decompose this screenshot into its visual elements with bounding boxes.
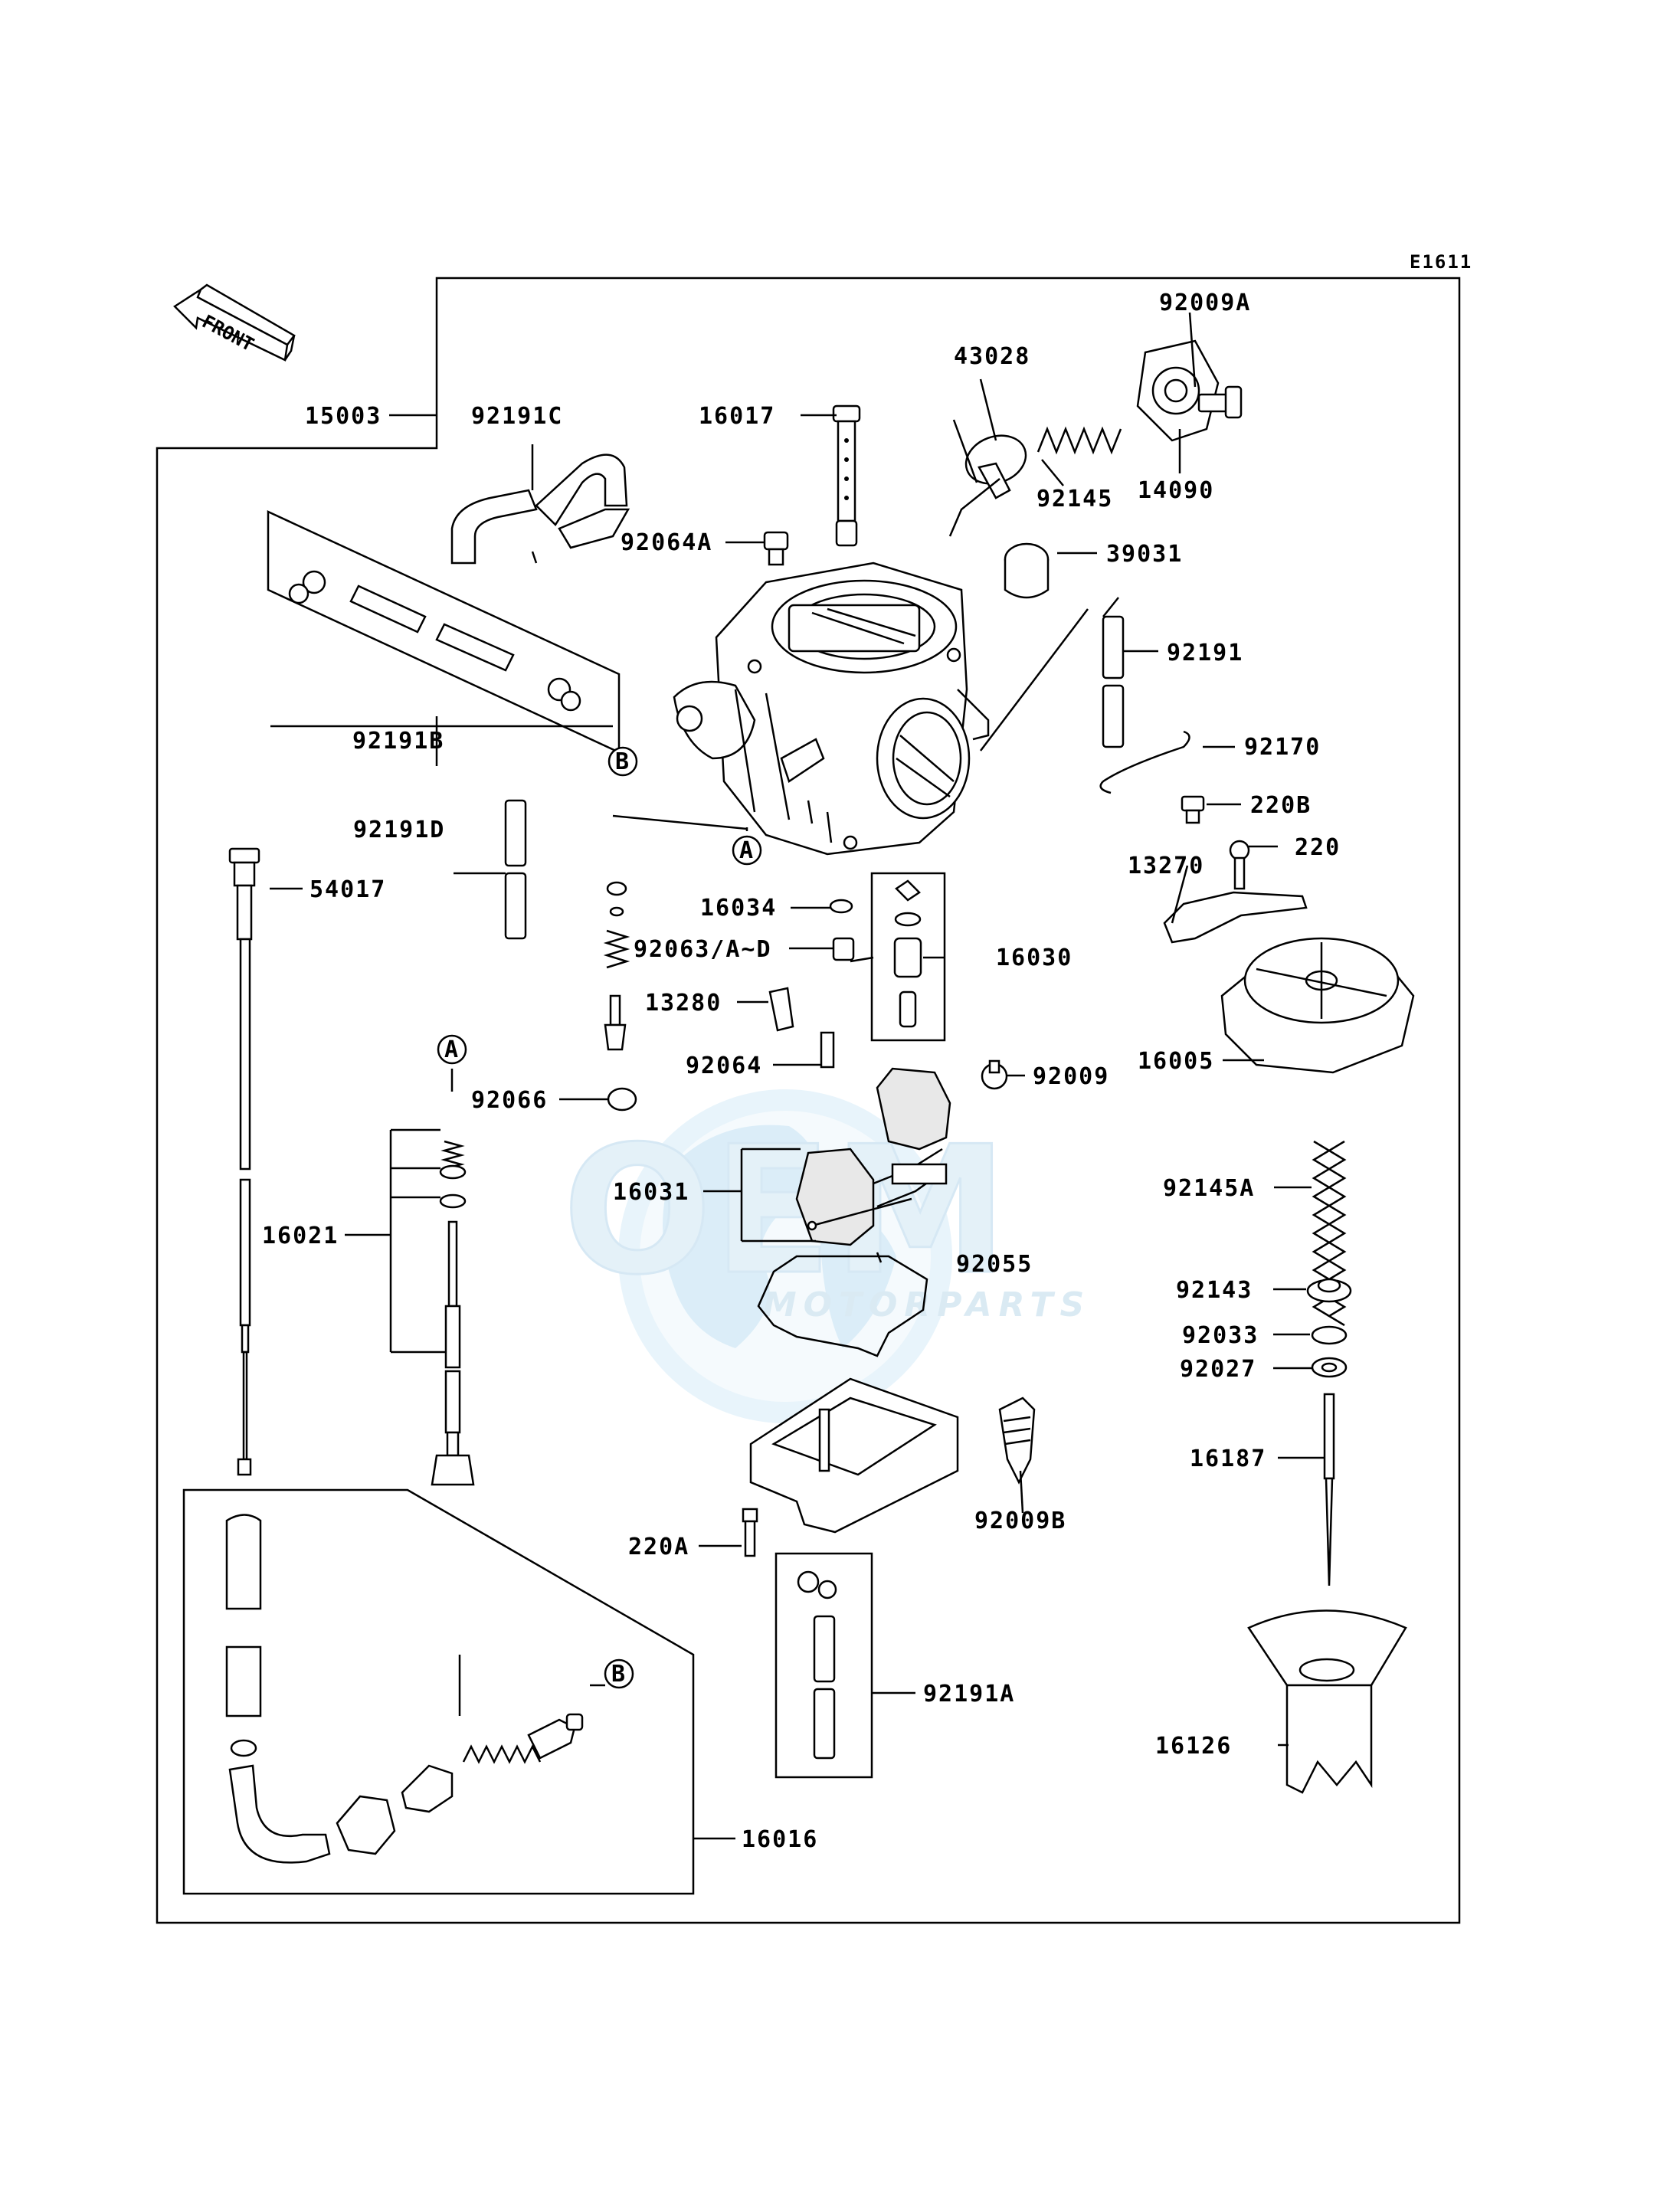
part-16187-needle (1323, 1393, 1335, 1586)
label-92191A: 92191A (923, 1681, 1015, 1708)
part-92033-clip (1311, 1325, 1348, 1345)
part-14090-cover (1136, 339, 1220, 442)
part-92009B-screw (998, 1396, 1036, 1485)
label-39031: 39031 (1106, 541, 1183, 568)
assembly-92191A-box (775, 1552, 873, 1779)
part-92191B-tubes (288, 570, 581, 712)
part-92066-plug (607, 1087, 637, 1112)
ref-marker-b-top: B (607, 746, 638, 777)
carburetor-body-15003 (673, 562, 990, 856)
label-220: 220 (1295, 834, 1341, 861)
front-direction-arrow: FRONT (173, 283, 296, 362)
part-92143-seat (1306, 1278, 1352, 1303)
label-92063: 92063/A~D (634, 936, 772, 963)
label-16187: 16187 (1190, 1446, 1266, 1472)
label-92009A: 92009A (1159, 290, 1251, 316)
ref-marker-b-top-label: B (615, 748, 630, 775)
front-label: FRONT (198, 311, 257, 356)
part-92009-screw (981, 1059, 1008, 1090)
assembly-16016-box (182, 1488, 695, 1895)
part-220-screw (1229, 840, 1250, 890)
label-92191: 92191 (1167, 640, 1243, 666)
part-92027-washer (1311, 1357, 1348, 1378)
label-92055: 92055 (956, 1251, 1033, 1278)
part-54017-throttle-cable (228, 847, 260, 1476)
label-43028: 43028 (954, 343, 1030, 370)
part-16005-top-cover (1220, 937, 1415, 1074)
leader-lines (270, 312, 1324, 1840)
watermark-brand-bottom: MOTORPARTS (763, 1285, 1091, 1324)
part-16031-float (795, 1067, 951, 1246)
label-54017: 54017 (309, 876, 386, 903)
label-16016: 16016 (742, 1826, 818, 1853)
part-92063-jet-block (832, 937, 855, 961)
part-92191D-tube (504, 799, 527, 940)
label-92170: 92170 (1244, 734, 1321, 761)
label-16017: 16017 (699, 403, 775, 430)
part-13280-holder (768, 987, 794, 1032)
part-92145-spring (1036, 426, 1122, 455)
ref-marker-b-box: B (604, 1658, 634, 1689)
part-220A-screw (742, 1508, 758, 1557)
ref-marker-a-top-label: A (739, 837, 755, 864)
label-16005: 16005 (1138, 1048, 1214, 1075)
label-92064: 92064 (686, 1053, 762, 1079)
part-16016-starter-plunger (225, 1514, 584, 1864)
ref-marker-a-top: A (732, 835, 762, 866)
label-16031: 16031 (613, 1179, 689, 1206)
label-92191B: 92191B (352, 728, 444, 755)
label-16030: 16030 (996, 945, 1073, 971)
part-39031-cap (1004, 542, 1050, 599)
diagram-code: E1611 (1410, 251, 1472, 273)
label-16021: 16021 (262, 1223, 339, 1249)
label-14090: 14090 (1138, 477, 1214, 504)
part-92191C-hose (450, 453, 630, 565)
ref-marker-a-left: A (437, 1034, 467, 1065)
part-92191A-tubes (797, 1570, 837, 1760)
label-92009B: 92009B (974, 1508, 1066, 1534)
label-220A: 220A (628, 1534, 689, 1560)
ref-marker-a-left-label: A (444, 1036, 460, 1063)
label-15003: 15003 (305, 403, 382, 430)
label-92145: 92145 (1036, 486, 1113, 512)
label-13280: 13280 (645, 990, 722, 1017)
part-16030-float-valve (893, 879, 922, 1028)
label-92143: 92143 (1176, 1277, 1253, 1304)
label-13270: 13270 (1128, 853, 1204, 879)
part-92191-tubes (1102, 615, 1125, 748)
part-13270-bracket (1163, 891, 1308, 944)
part-92170-clip (1099, 730, 1190, 794)
ref-marker-b-box-label: B (611, 1661, 627, 1688)
part-92055-gasket (757, 1255, 928, 1357)
part-16034-float-valve-seat (829, 899, 853, 914)
part-92063-jets (603, 881, 630, 1051)
part-220B-screw (1181, 795, 1205, 824)
label-92064A: 92064A (621, 529, 712, 556)
label-92033: 92033 (1182, 1322, 1259, 1349)
label-92145A: 92145A (1163, 1175, 1255, 1202)
part-float-bowl (749, 1377, 959, 1534)
label-92009: 92009 (1033, 1063, 1109, 1090)
part-43028-diaphragm (964, 434, 1027, 499)
part-16017-jet-needle-holder (832, 404, 861, 547)
part-number-labels: 92009A 43028 16017 15003 92191C 92145 14… (262, 290, 1341, 1853)
label-220B: 220B (1250, 792, 1312, 819)
part-92009A-screw (1197, 385, 1243, 419)
label-92066: 92066 (471, 1087, 548, 1114)
part-92064A-screw (763, 531, 789, 566)
label-92027: 92027 (1180, 1356, 1256, 1383)
label-92191C: 92191C (471, 403, 563, 430)
part-16126-piston (1247, 1609, 1407, 1794)
label-16126: 16126 (1155, 1733, 1232, 1760)
label-92191D: 92191D (353, 817, 445, 843)
label-16034: 16034 (700, 895, 777, 922)
part-16021-throttle-plunger (431, 1140, 475, 1486)
part-92064-screw (820, 1031, 835, 1069)
